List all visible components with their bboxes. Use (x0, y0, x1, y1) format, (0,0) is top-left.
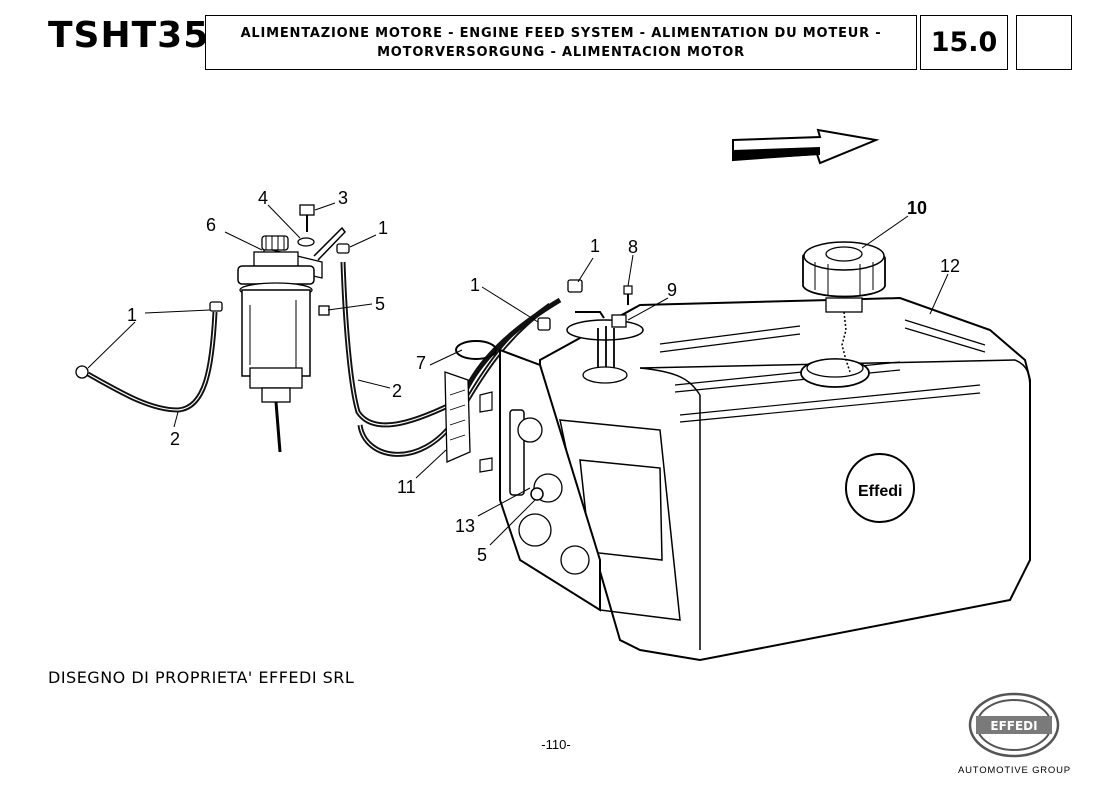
section-title: ALIMENTAZIONE MOTORE - ENGINE FEED SYSTE… (205, 15, 917, 70)
section-title-line-2: MOTORVERSORGUNG - ALIMENTACION MOTOR (377, 44, 745, 60)
callout-5: 5 (477, 545, 487, 565)
callout-2: 2 (392, 381, 402, 401)
hose-clamp (336, 243, 350, 254)
callout-1: 1 (590, 236, 600, 256)
callout-11: 11 (397, 477, 416, 497)
callout-8: 8 (628, 237, 638, 257)
left-fuel-hose (75, 301, 223, 413)
callout-2: 2 (170, 429, 180, 449)
leader-lines (87, 202, 949, 546)
bolt-and-washer (297, 204, 315, 247)
hose-clip (455, 340, 497, 360)
tank-logo-text: Effedi (858, 483, 902, 500)
effedi-logo: EFFEDI (968, 692, 1060, 758)
hose-clamp (537, 317, 551, 331)
fuel-cap (802, 241, 886, 373)
callout-9: 9 (667, 280, 677, 300)
ownership-notice: DISEGNO DI PROPRIETA' EFFEDI SRL (48, 668, 355, 687)
callout-1: 1 (378, 218, 388, 238)
page-number: -110- (541, 737, 571, 752)
fuel-tank: Effedi (444, 285, 1031, 662)
hose-clamp (567, 279, 583, 293)
hose-clamp (75, 365, 89, 379)
brand-tagline: AUTOMOTIVE GROUP (958, 765, 1071, 776)
nut (318, 305, 330, 316)
callout-1: 1 (470, 275, 480, 295)
hose-clamp (209, 301, 223, 312)
logo-text: EFFEDI (990, 719, 1037, 733)
callout-7: 7 (416, 353, 426, 373)
callout-12: 12 (940, 256, 960, 276)
section-number: 15.0 (920, 15, 1008, 70)
callout-6: 6 (206, 215, 216, 235)
callout-13: 13 (455, 516, 475, 536)
nut (530, 487, 544, 501)
filter-bracket (313, 226, 346, 261)
callout-5: 5 (375, 294, 385, 314)
blank-box (1016, 15, 1072, 70)
model-code: TSHT35 (48, 15, 210, 56)
direction-arrow-icon (732, 128, 880, 165)
callout-3: 3 (338, 188, 348, 208)
fuel-filter (237, 235, 323, 453)
callout-1: 1 (127, 305, 137, 325)
callout-4: 4 (258, 188, 268, 208)
section-title-line-1: ALIMENTAZIONE MOTORE - ENGINE FEED SYSTE… (240, 25, 882, 41)
callout-10: 10 (907, 198, 927, 218)
